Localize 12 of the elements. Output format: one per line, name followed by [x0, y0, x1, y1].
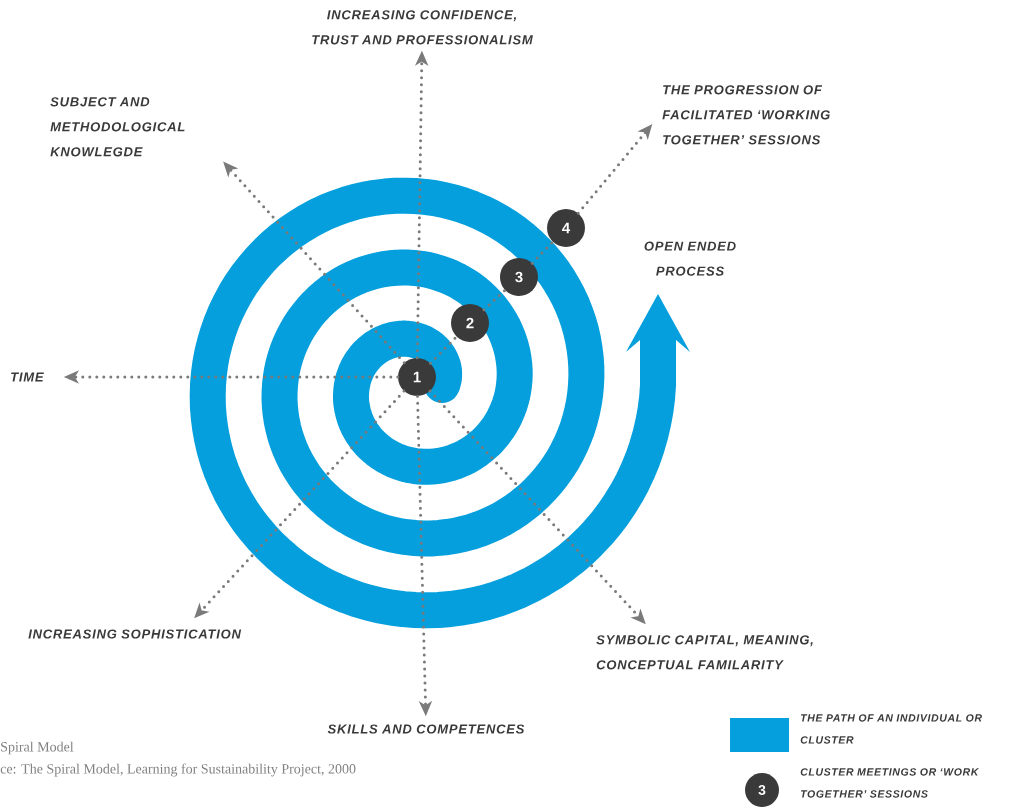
axis-label: SUBJECT AND METHODOLOGICAL KNOWLEGDE — [50, 97, 185, 157]
source-text: ce: The Spiral Model, Learning for Sustainability Project, 2000 — [0, 763, 356, 777]
axis-label: SKILLS AND COMPETENCES — [327, 724, 525, 734]
axis-label: SYMBOLIC CAPITAL, MEANING, CONCEPTUAL FAMILARITY — [596, 635, 813, 670]
caption-text: Spiral Model — [1, 741, 74, 755]
axis-label: INCREASING CONFIDENCE, TRUST AND PROFESSIONALISM — [312, 10, 533, 45]
axis-label: THE PROGRESSION OF FACILITATED ‘WORKING TOGETHER’ SESSIONS — [662, 85, 830, 145]
legend-text: CLUSTER MEETINGS OR ‘WORK TOGETHER’ SESSIONS — [800, 768, 979, 798]
legend-text: THE PATH OF AN INDIVIDUAL OR CLUSTER — [800, 714, 982, 744]
axis-label: INCREASING SOPHISTICATION — [28, 629, 242, 639]
axis-label: TIME — [11, 372, 44, 382]
open-end-label: OPEN ENDED PROCESS — [644, 241, 736, 276]
